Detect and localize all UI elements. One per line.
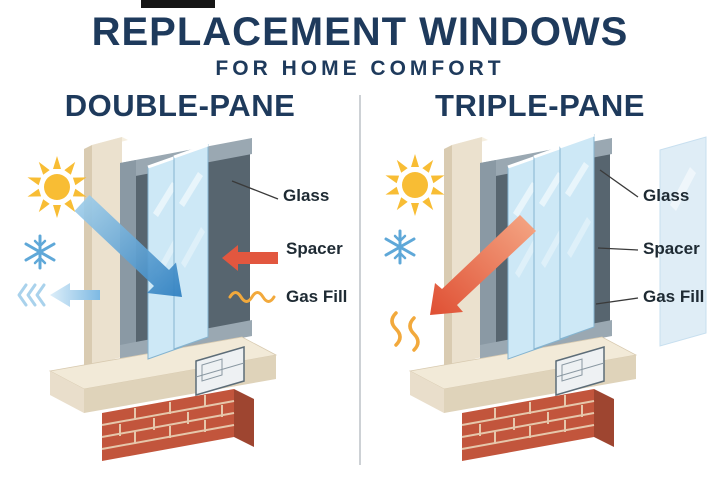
gas-fill-wave <box>228 291 276 303</box>
brick-mortar-lines <box>461 395 595 450</box>
glass-leader-line <box>599 169 639 198</box>
glass-unit-double <box>146 143 210 361</box>
snowflake-icon <box>24 234 56 270</box>
glass-unit-triple <box>506 133 596 361</box>
triple-pane-heading: TRIPLE-PANE <box>435 88 645 123</box>
heat-wave-squiggles <box>390 311 420 352</box>
brick-base <box>101 389 254 461</box>
double-glass-label: Glass <box>283 186 330 205</box>
cold-reflect-chevrons <box>17 283 46 307</box>
label-leader-lines <box>595 169 639 305</box>
glass-leader-line <box>231 180 279 200</box>
sash-cross-section <box>195 346 245 396</box>
snowflake-icon <box>384 229 416 265</box>
brick-base <box>461 389 614 461</box>
glass-pane-3 <box>558 133 596 341</box>
page-subtitle: FOR HOME COMFORT <box>215 57 505 80</box>
gas-fill-leader-line <box>595 297 639 305</box>
double-gas-fill-label: Gas Fill <box>286 287 348 306</box>
page-title: REPLACEMENT WINDOWS <box>91 10 629 54</box>
spacer-pointer-arrow <box>222 245 278 271</box>
triple-spacer-label: Spacer <box>643 239 700 258</box>
triple-gas-fill-label: Gas Fill <box>643 287 705 306</box>
glass-pane-2 <box>172 143 210 351</box>
double-pane-illustration <box>17 137 279 461</box>
cold-reflect-arrow <box>50 283 100 307</box>
background-glass-sheet <box>659 136 707 347</box>
double-spacer-label: Spacer <box>286 239 343 258</box>
cold-transfer-arrow <box>74 195 182 297</box>
sun-icon <box>385 154 445 216</box>
panel-divider-line <box>359 95 361 465</box>
triple-pane-illustration <box>384 133 707 461</box>
spacer-leader-line <box>597 247 639 251</box>
double-pane-heading: DOUBLE-PANE <box>64 88 296 123</box>
top-crop-artifact-bar <box>141 0 215 8</box>
triple-glass-label: Glass <box>643 186 690 205</box>
heat-reflect-arrow <box>430 215 536 315</box>
sun-icon <box>27 156 87 218</box>
sash-cross-section <box>555 346 605 396</box>
brick-mortar-lines <box>101 395 235 450</box>
